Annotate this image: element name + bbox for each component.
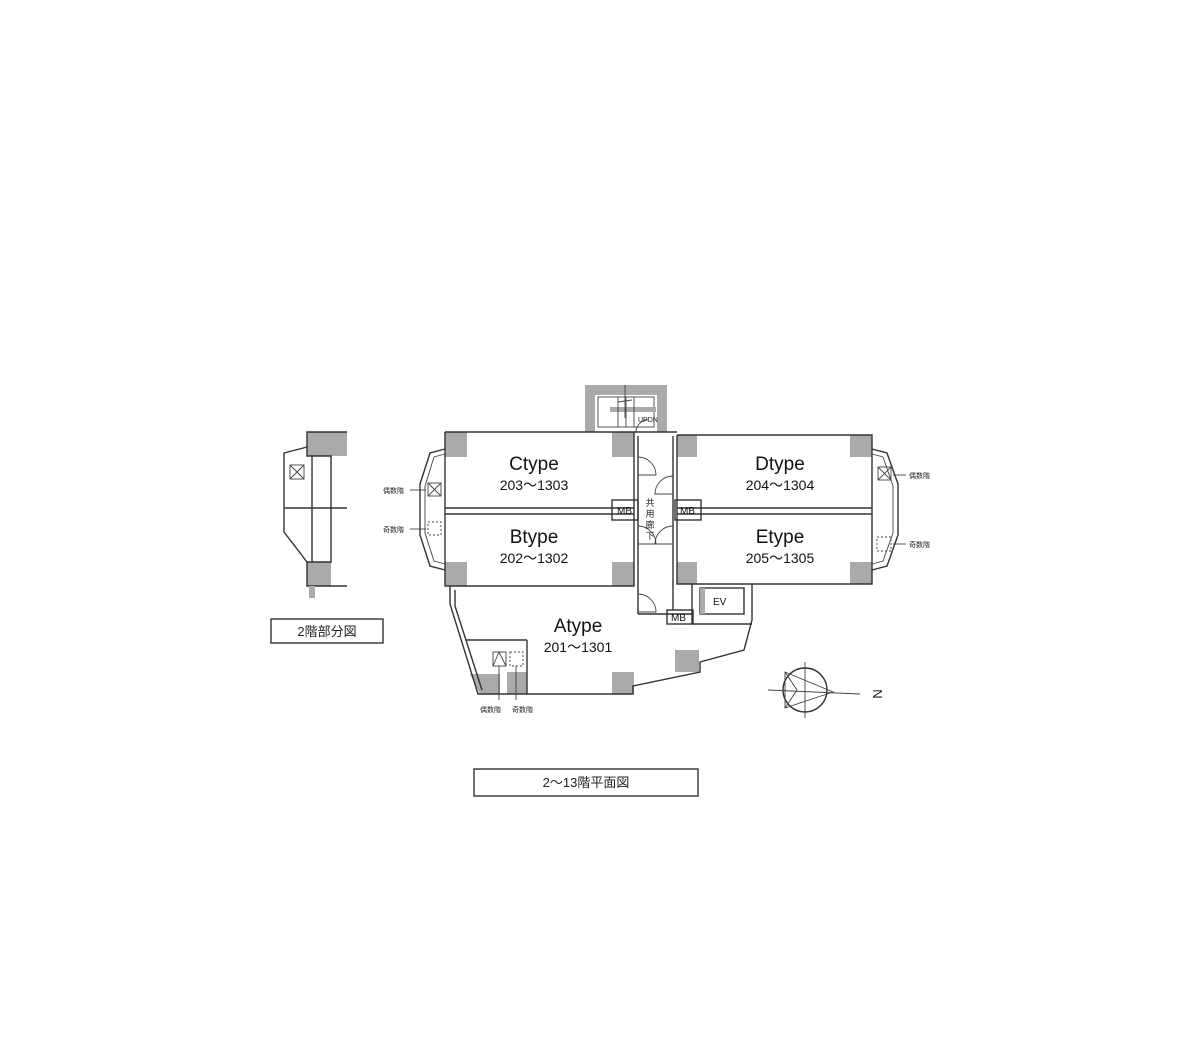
wall-block bbox=[612, 562, 634, 586]
wall-block bbox=[307, 432, 347, 456]
even-floor-hatch-icon bbox=[289, 464, 305, 480]
wall-block bbox=[445, 562, 467, 586]
wall-block bbox=[507, 672, 527, 694]
wall-block bbox=[612, 672, 634, 694]
stair-rail bbox=[610, 407, 656, 412]
mb-label-right: MB bbox=[680, 506, 695, 517]
room-b-range: 202〜1302 bbox=[500, 550, 569, 566]
room-e-title: Etype bbox=[756, 527, 805, 548]
partial-floor-diagram bbox=[283, 431, 347, 598]
wall-block bbox=[612, 432, 634, 457]
partial-outer-wall bbox=[306, 431, 347, 587]
caption-box-partial bbox=[270, 618, 384, 644]
label-odd-floor-left: 奇数階 bbox=[383, 525, 404, 534]
corridor-label: 共用廊下 bbox=[645, 498, 654, 541]
caption-plan: 2〜13階平面図 bbox=[543, 775, 630, 790]
wall-block bbox=[445, 432, 467, 457]
room-a-title: Atype bbox=[554, 616, 603, 637]
even-floor-hatch-icon bbox=[492, 651, 507, 667]
room-b-title: Btype bbox=[510, 527, 559, 548]
main-building: UPDN MB MB MB EV bbox=[419, 385, 899, 700]
wall-block bbox=[677, 562, 697, 584]
units-d-e-outline bbox=[676, 434, 873, 585]
mb-box-bottom bbox=[666, 609, 694, 625]
wall-block bbox=[677, 435, 697, 457]
door-swing-c bbox=[637, 456, 657, 476]
wall-block bbox=[470, 674, 500, 694]
room-e-range: 205〜1305 bbox=[746, 550, 815, 566]
wall-block bbox=[309, 586, 315, 598]
unit-a-outline bbox=[449, 584, 753, 695]
label-even-floor-bottom: 偶数階 bbox=[480, 705, 501, 714]
odd-floor-hatch-icon bbox=[876, 536, 892, 552]
even-floor-hatch-icon bbox=[427, 482, 442, 497]
caption-box-plan bbox=[473, 768, 699, 797]
wall-block bbox=[675, 650, 699, 672]
room-a-range: 201〜1301 bbox=[544, 639, 613, 655]
label-even-floor-left: 偶数階 bbox=[383, 486, 404, 495]
door-swing-a bbox=[637, 593, 657, 613]
label-odd-floor-bottom: 奇数階 bbox=[512, 705, 533, 714]
stair-label: UPDN bbox=[638, 417, 658, 424]
wall-block bbox=[585, 395, 595, 432]
north-compass-icon: N bbox=[767, 662, 885, 718]
label-even-floor-right: 偶数階 bbox=[909, 471, 930, 480]
wall-block bbox=[307, 562, 331, 586]
door-swing-d bbox=[654, 475, 674, 495]
even-floor-hatch-icon bbox=[877, 466, 892, 481]
mb-box-left bbox=[611, 499, 639, 521]
room-c-range: 203〜1303 bbox=[500, 477, 569, 493]
mb-label-bottom: MB bbox=[671, 613, 686, 624]
partial-balcony bbox=[283, 446, 308, 563]
mb-box-right bbox=[674, 499, 702, 521]
caption-partial: 2階部分図 bbox=[297, 624, 356, 639]
odd-floor-hatch-icon bbox=[509, 651, 524, 667]
room-d-range: 204〜1304 bbox=[746, 477, 815, 493]
wall-block bbox=[585, 385, 667, 395]
wall-block bbox=[850, 435, 872, 457]
balcony-left bbox=[419, 448, 446, 571]
mb-label-left: MB bbox=[617, 506, 632, 517]
elevator-label: EV bbox=[713, 597, 727, 608]
label-odd-floor-right: 奇数階 bbox=[909, 540, 930, 549]
balcony-right bbox=[871, 448, 899, 571]
wall-block bbox=[850, 562, 872, 584]
north-label: N bbox=[870, 689, 885, 698]
door-swing-e bbox=[654, 525, 674, 545]
wall-block bbox=[657, 395, 667, 432]
room-d-title: Dtype bbox=[755, 454, 805, 475]
room-c-title: Ctype bbox=[509, 454, 559, 475]
units-b-c-outline bbox=[444, 431, 635, 587]
odd-floor-hatch-icon bbox=[427, 521, 442, 536]
